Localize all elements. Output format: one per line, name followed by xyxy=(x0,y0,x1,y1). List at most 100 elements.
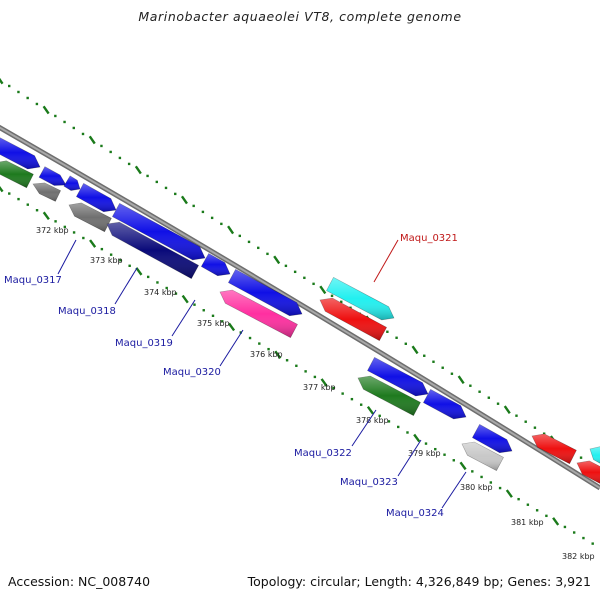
outer-ruler-minor-tick xyxy=(542,432,546,435)
inner-ruler-minor-tick xyxy=(535,509,539,512)
outer-ruler-major-tick xyxy=(134,165,142,175)
outer-ruler-minor-tick xyxy=(155,180,158,184)
outer-ruler-minor-tick xyxy=(496,402,500,405)
kbp-label: 381 kbp xyxy=(511,518,544,527)
inner-ruler-minor-tick xyxy=(378,414,381,418)
outer-ruler-minor-tick xyxy=(432,360,435,363)
inner-ruler-minor-tick xyxy=(119,259,122,262)
outer-ruler-minor-tick xyxy=(349,306,352,310)
outer-ruler-minor-tick xyxy=(266,252,269,256)
inner-ruler-major-tick xyxy=(413,433,421,443)
accession-text: Accession: NC_008740 xyxy=(8,574,151,589)
kbp-labels: 372 kbp 373 kbp 374 kbp 375 kbp 376 kbp … xyxy=(36,226,595,561)
gene-label-maqu-0320: Maqu_0320 xyxy=(163,367,221,378)
gene-label-leaders xyxy=(57,239,467,509)
kbp-label: 376 kbp xyxy=(250,350,283,359)
outer-ruler-minor-tick xyxy=(164,186,168,190)
gene-forward-7 xyxy=(227,268,303,317)
kbp-label: 378 kbp xyxy=(356,416,389,425)
outer-ruler-major-tick xyxy=(227,225,235,235)
kbp-label: 372 kbp xyxy=(36,226,69,235)
gene-label-maqu-0323: Maqu_0323 xyxy=(340,477,398,488)
kbp-label: 377 kbp xyxy=(303,383,336,392)
kbp-label: 374 kbp xyxy=(144,288,177,297)
gene-red-2 xyxy=(531,433,577,465)
outer-ruler-minor-tick xyxy=(478,390,481,393)
kbp-label: 380 kbp xyxy=(460,483,493,492)
outer-ruler-minor-tick xyxy=(174,192,177,196)
gene-forward-5 xyxy=(111,202,206,261)
inner-ruler-major-tick xyxy=(42,211,50,221)
inner-ruler-major-tick xyxy=(366,406,374,415)
gene-forward-3 xyxy=(63,175,81,191)
gene-maqu-0324 xyxy=(461,441,504,472)
outer-ruler-major-tick xyxy=(88,135,96,145)
outer-ruler-minor-tick xyxy=(26,96,29,100)
outer-ruler-minor-tick xyxy=(192,204,195,208)
inner-ruler-minor-tick xyxy=(341,392,344,395)
inner-ruler-minor-tick xyxy=(489,481,493,484)
gene-label-maqu-0324: Maqu_0324 xyxy=(386,508,444,519)
inner-ruler-minor-tick xyxy=(332,386,335,390)
inner-ruler-minor-tick xyxy=(72,231,76,234)
inner-ruler-minor-tick xyxy=(248,336,252,340)
gene-forward-10 xyxy=(471,423,513,454)
outer-ruler-minor-tick xyxy=(238,234,241,238)
inner-ruler-major-tick xyxy=(89,239,97,248)
kbp-label: 382 kbp xyxy=(562,552,595,561)
gene-labels: Maqu_0317 Maqu_0318 Maqu_0319 Maqu_0320 … xyxy=(4,233,458,519)
kbp-label: 373 kbp xyxy=(90,256,123,265)
outer-ruler-minor-tick xyxy=(210,216,214,220)
outer-ruler-minor-tick xyxy=(247,240,251,244)
outer-ruler-minor-tick xyxy=(118,156,122,160)
gene-label-maqu-0319: Maqu_0319 xyxy=(115,338,173,349)
inner-ruler-minor-tick xyxy=(563,525,567,529)
outer-ruler-minor-tick xyxy=(35,102,39,106)
outer-ruler-minor-tick xyxy=(100,144,103,148)
outer-ruler-minor-tick xyxy=(386,330,389,333)
gene-forward-1 xyxy=(0,137,41,170)
inner-ruler-minor-tick xyxy=(545,514,548,518)
outer-ruler-minor-tick xyxy=(72,126,75,130)
inner-ruler-minor-tick xyxy=(285,359,289,362)
inner-ruler-minor-tick xyxy=(100,247,104,251)
outer-ruler-minor-tick xyxy=(533,426,537,429)
gene-features xyxy=(0,137,600,484)
outer-ruler-minor-tick xyxy=(340,300,343,304)
gene-red-3 xyxy=(576,460,600,484)
inner-ruler-minor-tick xyxy=(156,281,159,284)
map-title: Marinobacter aquaeolei VT8, complete gen… xyxy=(138,9,462,24)
inner-ruler-minor-tick xyxy=(517,497,520,501)
outer-ruler-major-tick xyxy=(180,195,188,205)
inner-ruler-major-tick xyxy=(181,294,189,304)
inner-ruler-minor-tick xyxy=(17,197,20,201)
inner-ruler-minor-tick xyxy=(239,331,242,334)
inner-ruler-major-tick xyxy=(459,461,467,471)
outer-ruler-minor-tick xyxy=(201,210,205,214)
inner-ruler-minor-tick xyxy=(572,531,576,534)
gene-forward-4 xyxy=(75,182,117,213)
outer-ruler-minor-tick xyxy=(63,120,66,124)
gene-forward-8 xyxy=(367,356,429,397)
inner-ruler-minor-tick xyxy=(387,420,391,423)
inner-ruler-minor-tick xyxy=(221,320,224,323)
inner-ruler-minor-tick xyxy=(582,536,585,540)
gene-reverse-green-1 xyxy=(0,160,34,189)
gene-label-maqu-0318: Maqu_0318 xyxy=(58,306,116,317)
outer-ruler-minor-tick xyxy=(293,270,297,274)
gene-red-1 xyxy=(319,297,388,342)
outer-ruler-minor-tick xyxy=(220,222,223,226)
inner-ruler-minor-tick xyxy=(26,203,29,206)
outer-ruler-major-tick xyxy=(457,375,465,385)
outer-ruler-minor-tick xyxy=(257,246,260,250)
inner-ruler-major-tick xyxy=(135,267,143,276)
inner-ruler-minor-tick xyxy=(313,375,317,379)
inner-ruler-minor-tick xyxy=(591,542,594,545)
outer-ruler-major-tick xyxy=(411,345,419,355)
gene-forward-9 xyxy=(422,388,467,420)
gene-reverse-gray-1 xyxy=(32,182,62,202)
outer-ruler-minor-tick xyxy=(312,282,315,286)
outer-ruler-minor-tick xyxy=(330,294,334,298)
inner-ruler-major-tick xyxy=(505,489,513,498)
